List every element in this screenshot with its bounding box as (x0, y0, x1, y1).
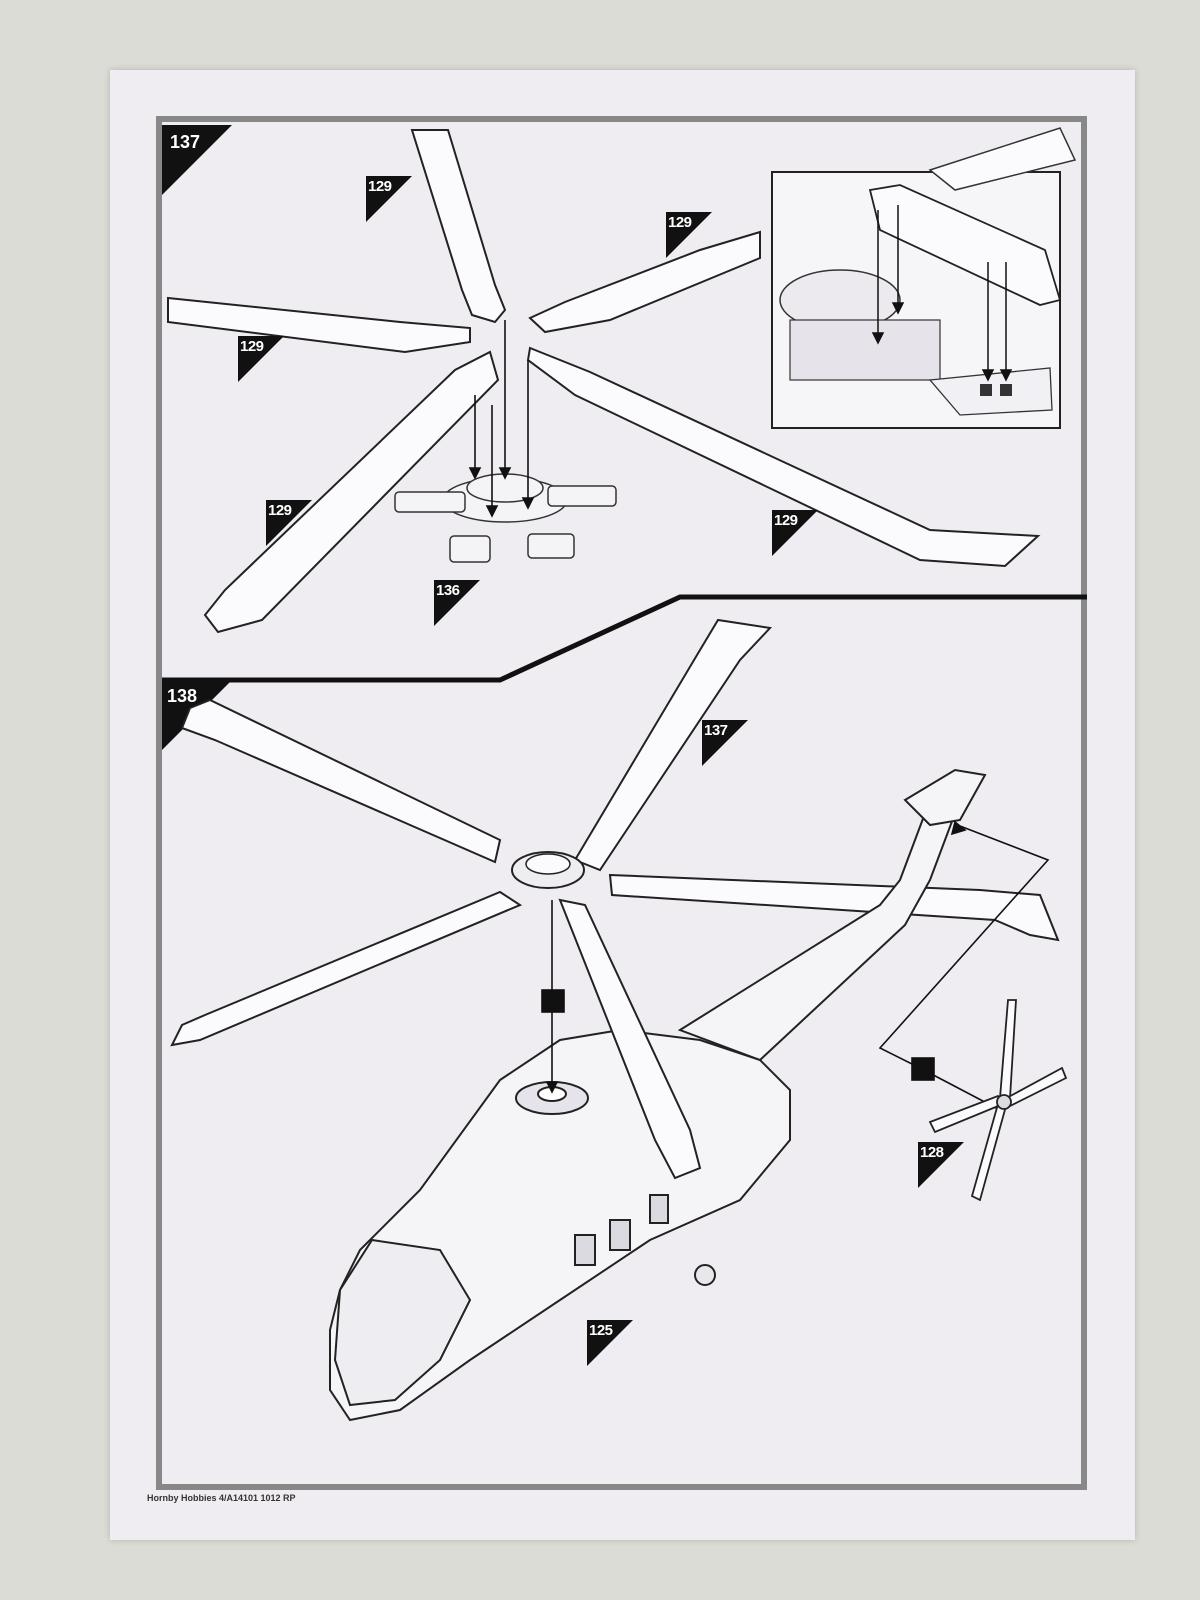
main-blade-2 (180, 698, 502, 864)
part-callout-129: 129 (772, 510, 818, 556)
main-blade-4 (170, 890, 523, 1047)
step-138-rotor (170, 618, 1060, 1047)
part-callout-137: 137 (702, 720, 748, 766)
step-divider (162, 594, 1087, 683)
main-rotor-hub (511, 851, 585, 889)
part-callout-129: 129 (666, 212, 712, 258)
blade-top (410, 129, 507, 324)
step-137-banner (162, 125, 232, 195)
main-blade-3 (608, 873, 1060, 942)
step-number-138: 138 (167, 686, 198, 706)
blade-left (167, 296, 471, 354)
blade-lower-left (203, 350, 500, 634)
hub-detail-inset (771, 171, 1062, 429)
part-callout-129: 129 (266, 500, 312, 546)
part-callout-129: 129 (366, 176, 412, 222)
step-137-arrows (468, 320, 535, 518)
main-blade-5 (558, 898, 702, 1180)
step-138-arrows (541, 820, 1050, 1111)
blade-lower-right (526, 346, 1041, 568)
blade-upper-right (528, 230, 761, 334)
part-callout-125: 125 (587, 1320, 633, 1366)
step-number-137: 137 (170, 132, 201, 152)
part-callout-129: 129 (238, 336, 284, 382)
part-callout-136: 136 (434, 580, 480, 626)
part-callout-128: 128 (918, 1142, 964, 1188)
footer-print-code: Hornby Hobbies 4/A14101 1012 RP (147, 1493, 296, 1503)
tail-rotor-128 (928, 999, 1068, 1202)
instruction-frame (156, 116, 1087, 1490)
rotor-hub-136 (394, 473, 617, 563)
main-blade-1 (573, 618, 773, 872)
